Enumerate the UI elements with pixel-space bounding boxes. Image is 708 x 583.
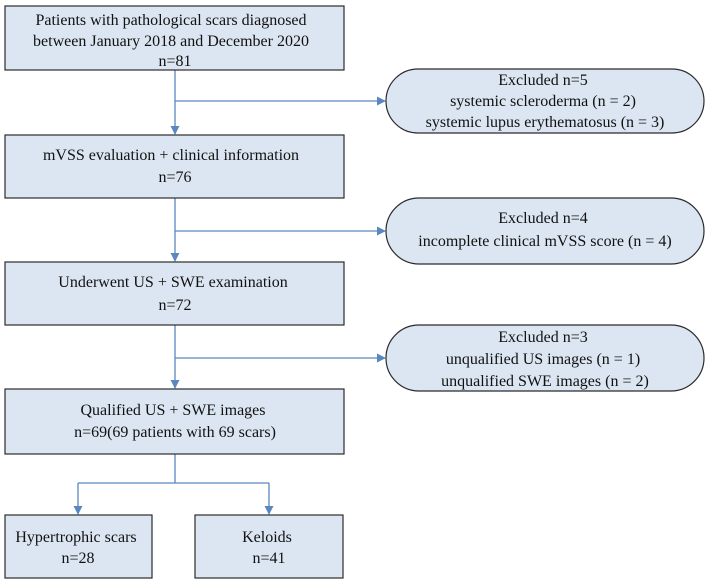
svg-text:Hypertrophic scars n=28: Hypertrophic scars n=28 (15, 529, 140, 567)
box-patients-line-1: Patients with pathological scars diagnos… (35, 12, 306, 29)
box-us-swe-line-1: Underwent US + SWE examination (58, 274, 287, 291)
box-excluded-3-frame (385, 324, 705, 392)
box-excluded-1-line-2: systemic scleroderma (n = 2) (450, 93, 636, 110)
svg-text:Excluded n=4 incomplete: Excluded n=4 incomplete clinical mVSS sc… (418, 210, 671, 250)
svg-text:Excluded n=3 unqualified: Excluded n=3 unqualified US images (n = … (441, 329, 649, 390)
connectors (73, 70, 386, 515)
svg-text:Qualified US + SWE images: Qualified US + SWE images n=69(69 patien… (74, 402, 276, 441)
box-keloids: Keloids n=41 (194, 514, 344, 579)
svg-text:Keloids n=41: Keloids n=41 (242, 529, 296, 567)
box-qualified: Qualified US + SWE images n=69(69 patien… (4, 388, 345, 455)
box-excluded-1-frame (385, 68, 705, 134)
svg-text:mVSS evaluation + clinical inf: mVSS evaluation + clinical information n… (43, 147, 303, 186)
box-hypertrophic-line-2: n=28 (61, 550, 94, 567)
box-excluded-1-line-3: systemic lupus erythematosus (n = 3) (426, 114, 665, 131)
box-us-swe-frame (4, 261, 345, 326)
box-mvss-frame (4, 134, 345, 199)
svg-text:Underwent US + SWE examination: Underwent US + SWE examination n=72 (58, 274, 291, 314)
box-excluded-2-frame (385, 197, 705, 265)
box-excluded-2: Excluded n=4 incomplete clinical mVSS sc… (385, 197, 705, 265)
box-hypertrophic-line-1: Hypertrophic scars (15, 529, 136, 546)
box-patients-frame (4, 5, 345, 71)
box-excluded-2-line-2: incomplete clinical mVSS score (n = 4) (418, 233, 671, 250)
box-excluded-2-line-1: Excluded n=4 (498, 210, 587, 227)
box-patients-line-3: n=81 (158, 53, 191, 70)
box-us-swe: Underwent US + SWE examination n=72 (4, 261, 345, 326)
svg-text:Excluded n=5 systemic sc: Excluded n=5 systemic scleroderma (n = 2… (426, 72, 665, 131)
box-excluded-3-line-2: unqualified US images (n = 1) (446, 351, 640, 368)
box-keloids-line-2: n=41 (252, 550, 285, 567)
box-excluded-1-line-1: Excluded n=5 (498, 72, 587, 89)
box-qualified-line-2: n=69(69 patients with 69 scars) (74, 424, 276, 441)
box-hypertrophic: Hypertrophic scars n=28 (4, 514, 153, 579)
box-qualified-frame (4, 388, 345, 455)
svg-text:Patients with pathological sca: Patients with pathological scars diagnos… (33, 12, 313, 70)
box-patients-line-2: between January 2018 and December 2020 (33, 33, 309, 50)
box-excluded-3-line-1: Excluded n=3 (498, 329, 587, 346)
box-mvss-line-1: mVSS evaluation + clinical information (43, 147, 299, 164)
box-keloids-line-1: Keloids (242, 529, 292, 546)
box-mvss-line-2: n=76 (158, 169, 191, 186)
box-patients: Patients with pathological scars diagnos… (4, 5, 345, 71)
box-hypertrophic-frame (4, 514, 153, 579)
box-excluded-1: Excluded n=5 systemic scleroderma (n = 2… (385, 68, 705, 134)
box-excluded-3: Excluded n=3 unqualified US images (n = … (385, 324, 705, 392)
box-qualified-line-1: Qualified US + SWE images (81, 402, 266, 419)
box-mvss: mVSS evaluation + clinical information n… (4, 134, 345, 199)
box-us-swe-line-2: n=72 (158, 297, 191, 314)
box-keloids-frame (194, 514, 344, 579)
box-excluded-3-line-3: unqualified SWE images (n = 2) (441, 373, 649, 390)
